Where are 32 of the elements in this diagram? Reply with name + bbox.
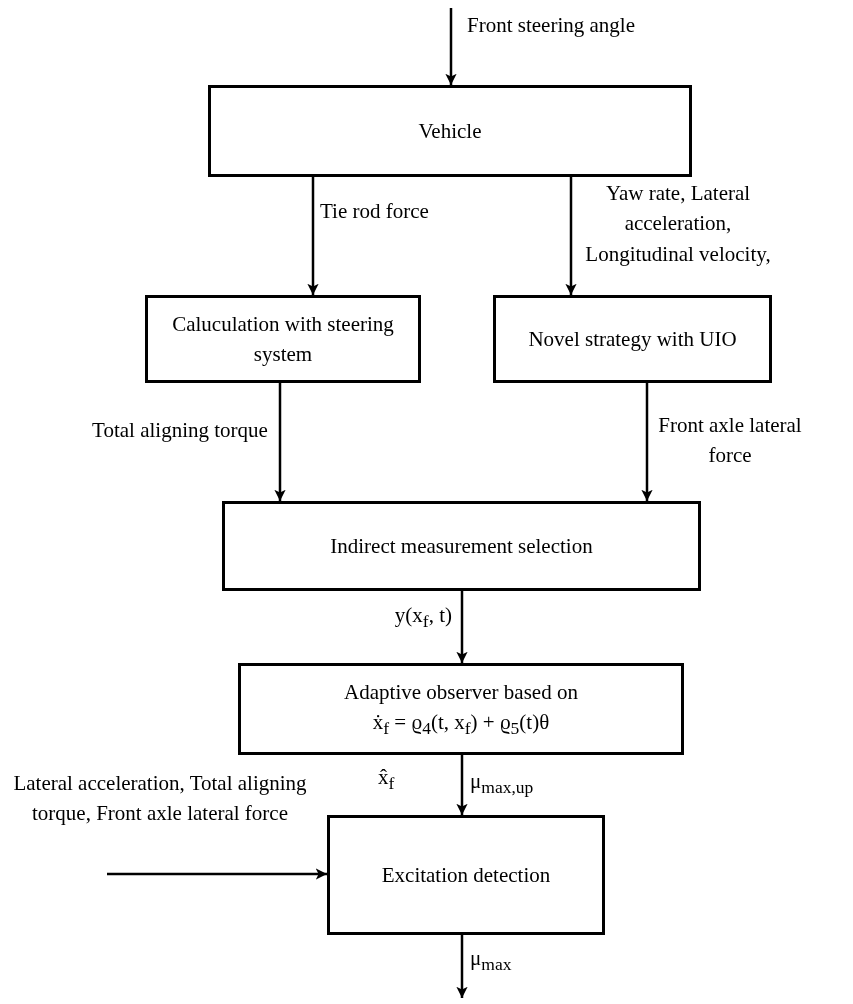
- arrow: [565, 177, 577, 295]
- process-box: [208, 85, 692, 177]
- node-text: Excitation detection: [381, 861, 551, 889]
- edge-label: μ$_{max,up}$: [470, 768, 534, 800]
- process-box: [222, 501, 701, 591]
- process-box: [493, 295, 772, 383]
- edge-label: Tie rod force: [320, 198, 429, 225]
- arrow: [445, 8, 457, 85]
- arrow: [456, 591, 468, 663]
- node-text: Vehicle: [418, 117, 482, 145]
- node-text: Indirect measurement selection: [330, 532, 593, 560]
- process-box: [145, 295, 421, 383]
- edge-label: μ$_{max}$: [470, 945, 512, 977]
- edge-label: Total aligning torque: [91, 417, 269, 444]
- node-text: Adaptive observer based on: [344, 678, 578, 706]
- arrow: [307, 177, 319, 295]
- arrow: [641, 383, 653, 501]
- edge-label: Yaw rate, Lateral acceleration, Longitudinal velocity,: [584, 180, 772, 268]
- arrow: [456, 755, 468, 815]
- node-text: Caluculation with steering system: [171, 310, 395, 368]
- edge-label: Lateral acceleration, Total aligning torque, Front axle lateral force: [12, 770, 308, 828]
- arrow: [456, 935, 468, 998]
- edge-label: Front axle lateral force: [657, 412, 803, 470]
- edge-label: Front steering angle: [467, 12, 635, 39]
- node-text: Novel strategy with UIO: [528, 325, 737, 353]
- arrow: [274, 383, 286, 501]
- process-box: [238, 663, 684, 755]
- process-box: [327, 815, 605, 935]
- arrow: [107, 868, 327, 880]
- equation-text: ẋ$_{f}$ = ϱ$_{4}$(t, x$_{f}$) + ϱ$_{5}$(t)θ: [372, 708, 550, 741]
- signal-label: x̂$_{f}$: [378, 764, 395, 796]
- edge-label: y(x$_{f}$, t): [393, 602, 452, 634]
